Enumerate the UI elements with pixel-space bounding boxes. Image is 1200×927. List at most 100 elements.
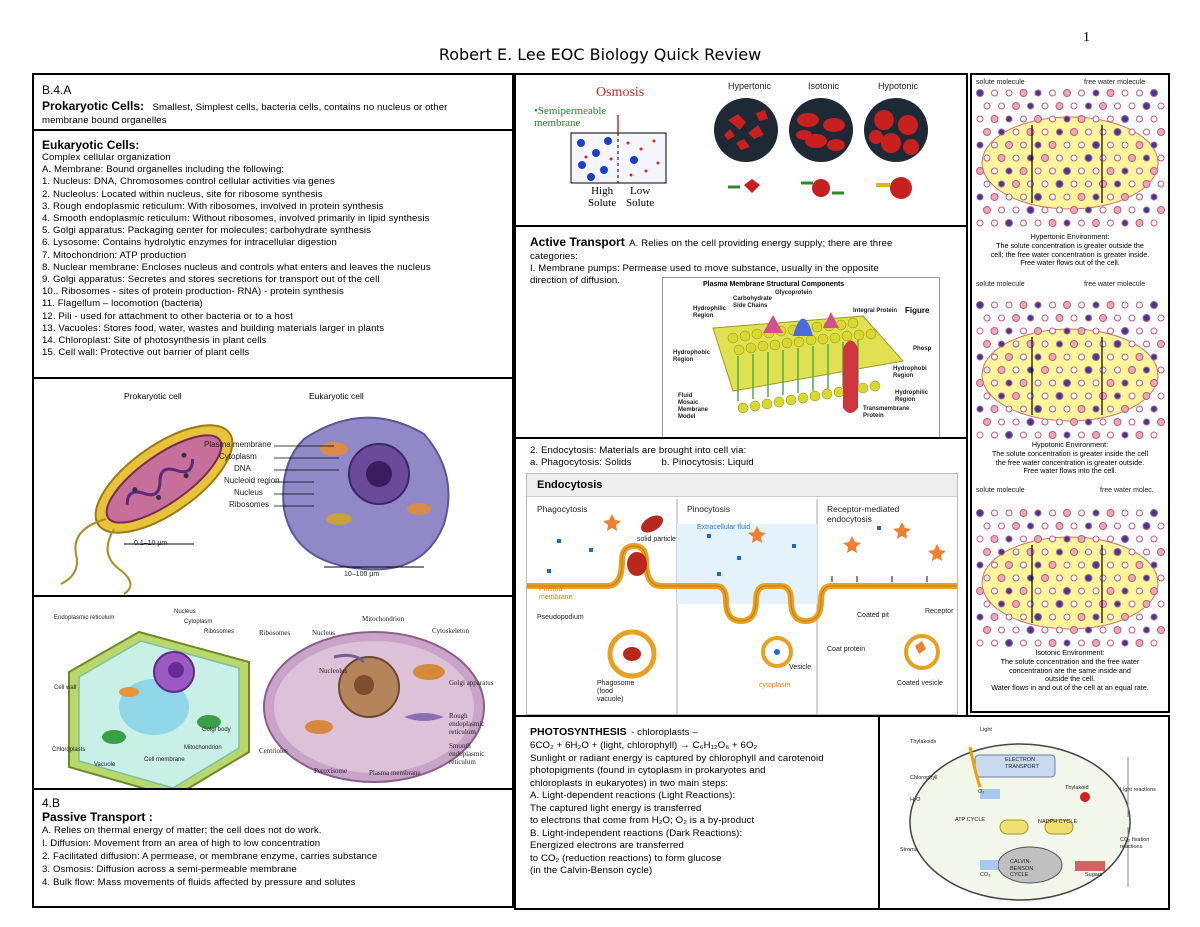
animal-cell-label: Nucleus (312, 629, 335, 637)
chloroplast-illustration (909, 743, 1131, 901)
eukaryotic-line: Complex cellular organization (42, 152, 171, 163)
animal-cell-label: Mitochondrion (362, 615, 404, 623)
passive-line: A. Relies on thermal energy of matter; t… (42, 825, 322, 836)
photosynthesis-line: to electrons that come from H₂O; O₂ is a… (530, 815, 755, 826)
chloroplast-label: H₂O (910, 797, 921, 803)
tonicity-box: solute molecule free water molecule Hypert… (970, 73, 1170, 713)
tonicity-caption-l3: Free water flows out of the cell. (1020, 258, 1120, 268)
chloroplast-label: Stroma (900, 847, 918, 853)
photosynthesis-line: Energized electrons are transferred (530, 840, 684, 851)
endocytosis-label-cytoplasm: cytoplasm (759, 682, 791, 689)
photosynthesis-line: A. Light-dependent reactions (Light Reac… (530, 790, 736, 801)
animal-cell-label: Ribosomes (259, 629, 291, 637)
membrane-label: Hydrophilic Region (895, 390, 929, 403)
prokaryotic-cell-label: Prokaryotic cell (124, 391, 182, 401)
eukaryotic-line: 2. Nucleolus: Located within nucleus, si… (42, 188, 323, 200)
membrane-label: Transmembrane Protein (863, 406, 910, 419)
tonicity-caption-l1: The solute concentration is greater outs… (996, 240, 1144, 250)
eukaryotic-line: 5. Golgi apparatus: Packaging center for… (42, 225, 371, 237)
tonicity-caption-l2: cell; the free water concentration is gr… (990, 249, 1150, 259)
eukaryotic-scale: 10–100 µm (344, 571, 380, 578)
passive-list: A. Relies on thermal energy of matter; t… (42, 824, 512, 889)
eukaryotic-line: 13. Vacuoles: Stores food, water, wastes… (42, 322, 385, 334)
prokaryotic-scale: 0.1–10 µm (134, 540, 168, 547)
solute-molecule-label: solute molecule (976, 281, 1025, 288)
active-heading: Active Transport (530, 235, 625, 249)
eukaryotic-cell-label: Eukaryotic cell (309, 391, 364, 401)
active-line-2: categories: (530, 251, 579, 262)
endocytosis-label-coat_protein: Coat protein (827, 646, 866, 653)
tonicity-caption-title: Isotonic Environment: (1035, 648, 1105, 657)
chloroplast-label: O₂ (978, 789, 985, 795)
endocytosis-title: Endocytosis (537, 479, 603, 491)
eukaryotic-line: 4. Smooth endoplasmic reticulum: Without… (42, 213, 430, 225)
plant-animal-cell-illustration (68, 630, 485, 788)
tonicity-caption-l1: The solute concentration is greater insi… (991, 448, 1149, 458)
high-label: High (591, 185, 614, 197)
solute-label-2: Solute (626, 197, 655, 209)
tonicity-caption: Hypertonic Environment:The solute concen… (972, 232, 1168, 268)
endocytosis-figure: Endocytosis (526, 473, 958, 715)
low-label: Low (629, 185, 651, 197)
animal-cell-label: Peroxisome (314, 767, 348, 775)
tonicity-caption-title: Hypertonic Environment: (1030, 232, 1110, 241)
eukaryotic-line: 3. Rough endoplasmic reticulum: With rib… (42, 200, 384, 212)
endocytosis-label-extracellular: Extracellular fluid (697, 524, 751, 531)
solute-molecule-label: solute molecule (976, 79, 1025, 86)
membrane-label: Hydrophilic Region (693, 306, 727, 319)
active-line-1: A. Relies on the cell providing energy s… (629, 238, 893, 249)
animal-cell-label: Cytoskeleton (432, 627, 469, 635)
endocytosis-label-coated_pit: Coated pit (857, 612, 889, 619)
chloroplast-label: Thylakoids (910, 739, 937, 745)
photosynthesis-line: to CO₂ (reduction reactions) to form glu… (530, 852, 722, 864)
animal-cell-label: Smooth endoplasmic reticulum (449, 742, 485, 766)
plant-cell-label: Cytoplasm (184, 619, 213, 625)
endocytosis-label-coated_vesicle: Coated vesicle (897, 680, 943, 687)
plant-cell-label: Nucleus (174, 609, 196, 615)
passive-line: 3. Osmosis: Diffusion across a semi-perm… (42, 864, 297, 875)
endocytosis-panel-title: Pinocytosis (687, 504, 730, 514)
endocytosis-box: 2. Endocytosis: Materials are brought in… (514, 437, 968, 717)
eukaryotic-box: Eukaryotic Cells: Complex cellular organ… (32, 129, 514, 379)
cell-part-label: DNA (234, 464, 251, 473)
endocytosis-panel-title: Receptor-mediated endocytosis (827, 504, 900, 524)
document-title: Robert E. Lee EOC Biology Quick Review (438, 45, 762, 64)
osmosis-illustration (570, 98, 928, 199)
chloroplast-label: CALVIN-BENSON CYCLE (1010, 859, 1034, 878)
endocytosis-label-vesicle: Vesicle (789, 664, 812, 671)
chloroplast-label: ELECTRON TRANSPORT (1005, 757, 1039, 770)
endocytosis-label-phagosome: Phagosome (food vacuole) (597, 680, 635, 703)
animal-cell-label: Nucleolus (319, 667, 348, 675)
semipermeable-label: •Semipermeable membrane (534, 105, 607, 129)
prokaryotic-heading: Prokaryotic Cells: (42, 99, 145, 113)
eukaryotic-line: 15. Cell wall: Protective out barrier of… (42, 347, 250, 359)
photosynthesis-line: Sunlight or radiant energy is captured b… (530, 752, 824, 764)
eukaryotic-line: 1. Nucleus: DNA, Chromosomes control cel… (42, 176, 335, 188)
membrane-title: Plasma Membrane Structural Components (703, 281, 845, 288)
plant-cell-label: Chloroplasts (52, 747, 86, 753)
tonicity-caption-l3: Free water flows into the cell. (1023, 466, 1117, 476)
eukaryotic-heading: Eukaryotic Cells: (42, 138, 140, 152)
passive-heading: Passive Transport : (42, 810, 153, 824)
hypotonic-label: Hypotonic (878, 81, 919, 91)
tonicity-caption: Hypotonic Environment:The solute concent… (972, 440, 1168, 476)
passive-transport-box: 4.B Passive Transport : A. Relies on the… (32, 788, 514, 908)
photosynthesis-line: chloroplasts in eukaryotes) in two main … (530, 777, 729, 789)
hypertonic-label: Hypertonic (728, 81, 772, 91)
passive-line: I. Diffusion: Movement from an area of h… (42, 838, 321, 849)
membrane-illustration (712, 312, 904, 414)
photosynthesis-heading: PHOTOSYNTHESIS (530, 726, 627, 738)
chloroplast-label: Chlorophyll (910, 775, 938, 781)
prokaryotic-text: Smallest, Simplest cells, bacteria cells… (152, 102, 448, 113)
chloroplast-label: NADPH CYCLE (1038, 819, 1078, 825)
isotonic-label: Isotonic (808, 81, 840, 91)
cell-comparison-illustration (60, 416, 450, 595)
cell-part-label: Ribosomes (229, 500, 270, 509)
plant-cell-label: Cell membrane (144, 757, 185, 763)
plant-cell-label: Mitochondrion (184, 745, 222, 751)
free-water-label: free water molecule (1084, 281, 1146, 288)
